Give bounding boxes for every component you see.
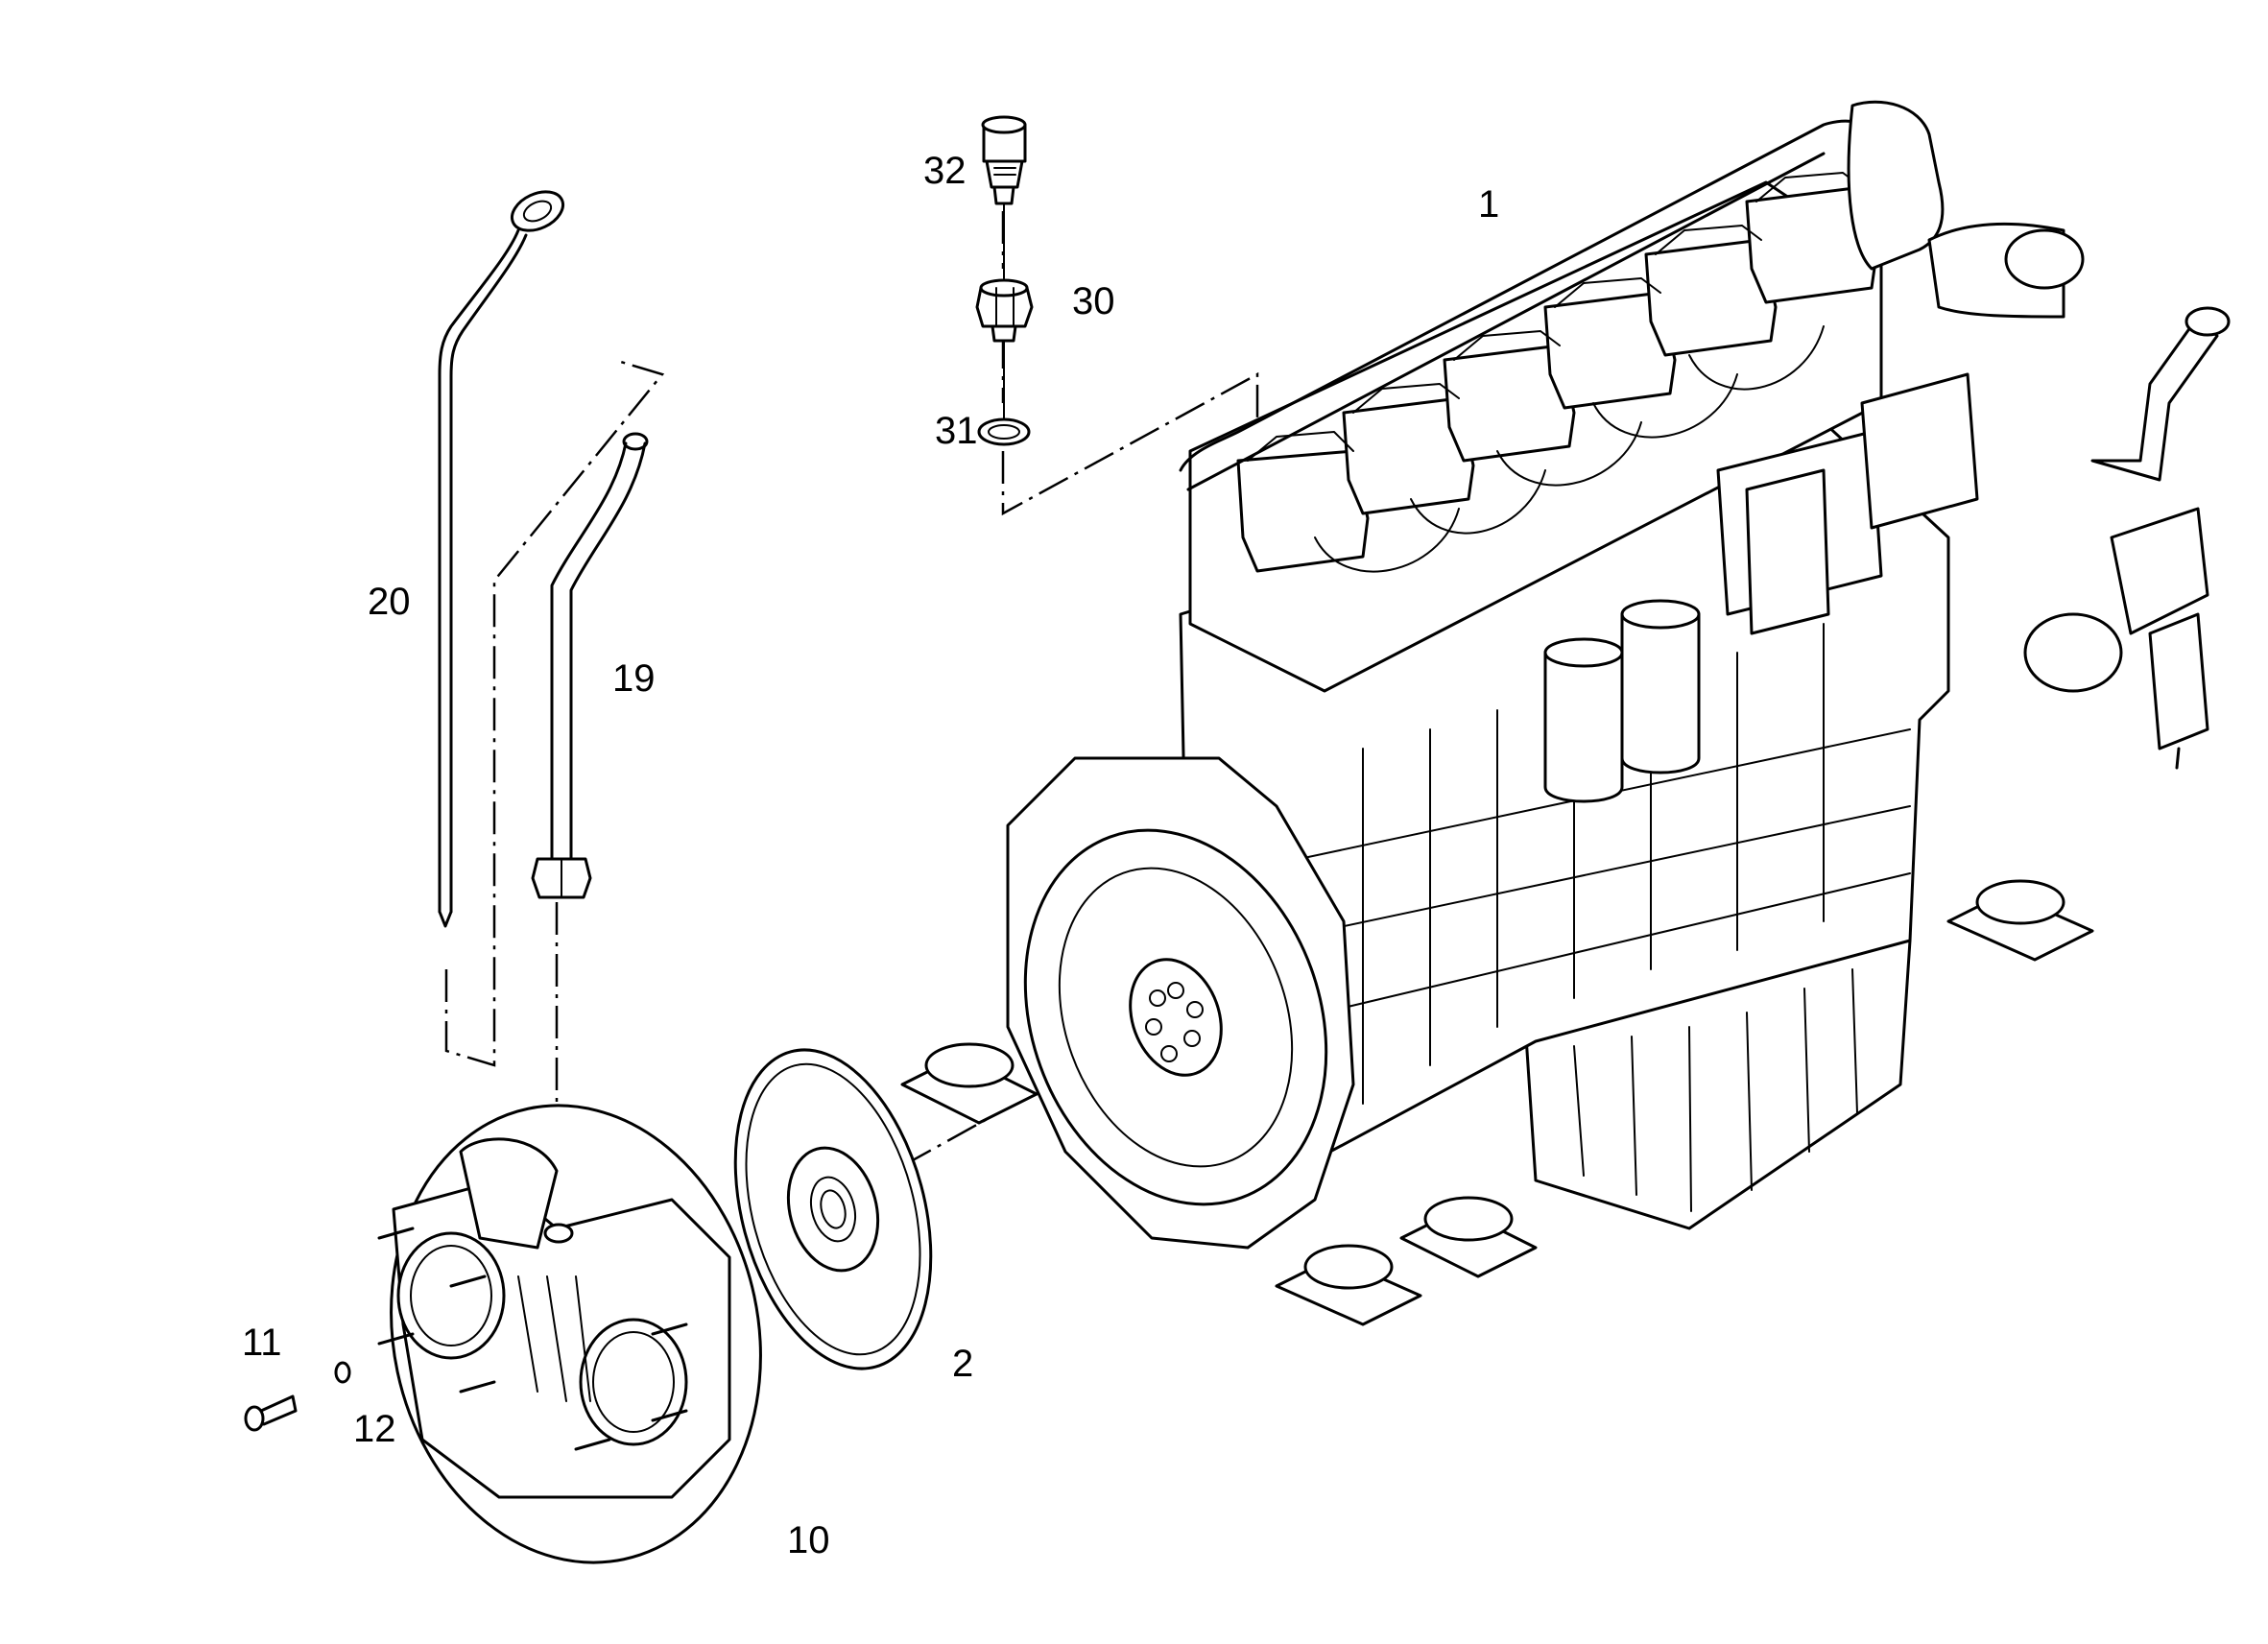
pressure-sensor [981,115,1027,205]
adapter-fitting [975,278,1034,343]
callout-19: 19 [612,657,656,700]
callout-12: 12 [353,1408,396,1450]
callout-30: 30 [1072,280,1115,322]
washer [334,1361,351,1384]
callout-32: 32 [923,150,967,192]
callout-10: 10 [787,1519,830,1561]
engine-assembly [900,100,2231,1326]
fuel-filters [1543,372,1979,803]
guide-tube [531,432,649,899]
sealing-ring [977,417,1031,446]
callout-20: 20 [368,581,411,623]
dipstick [438,190,564,928]
pump-adapter-housing [377,1104,762,1564]
callout-31: 31 [935,410,978,452]
screw [244,1394,298,1432]
flywheel-housing [1006,756,1355,1250]
engine-mounts [900,879,2094,1326]
callout-2: 2 [952,1343,973,1385]
valve-covers [1236,172,1878,573]
callout-labels: 1 2 10 11 12 19 20 30 31 32 [242,150,1499,1561]
coupling-disc [733,1048,933,1370]
callout-11: 11 [242,1322,282,1364]
callout-1: 1 [1478,183,1499,226]
